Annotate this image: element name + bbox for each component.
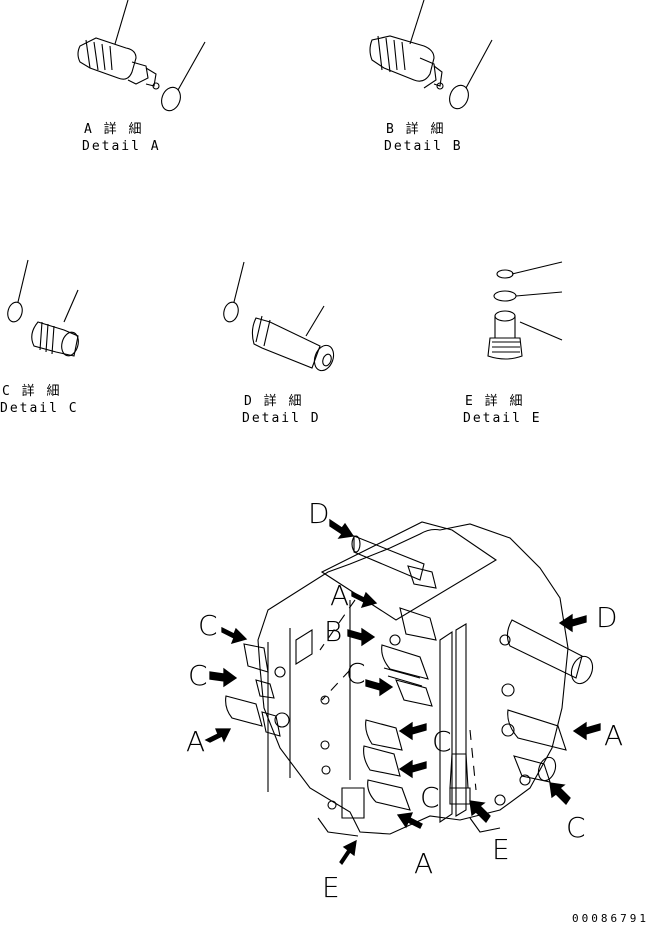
callout-a-left: A	[186, 725, 206, 758]
callout-d-top: D	[308, 497, 330, 530]
detail-b-caption-jp: B 詳 細	[386, 122, 446, 137]
arrow-a-top	[352, 592, 376, 607]
detail-c-oring	[6, 260, 28, 323]
callout-a-right: A	[604, 719, 624, 752]
callout-c-mid: C	[346, 657, 366, 690]
detail-b-valve	[370, 0, 443, 89]
detail-c-caption-jp: C 詳 細	[2, 384, 62, 399]
detail-b-caption-en: Detail B	[384, 139, 463, 154]
detail-a-caption-jp: A 詳 細	[84, 122, 144, 137]
detail-d-oring	[222, 262, 244, 323]
callout-a-top: A	[330, 579, 350, 612]
detail-d-caption-en: Detail D	[242, 411, 321, 426]
callout-e-right: E	[492, 833, 510, 866]
part-number: 00086791	[572, 912, 649, 925]
arrow-c-left	[210, 669, 236, 686]
arrow-a-right	[574, 723, 600, 739]
detail-c-plug	[32, 290, 81, 358]
detail-e-caption-jp: E 詳 細	[465, 394, 525, 409]
arrow-c-front-2	[400, 761, 426, 777]
arrow-b	[348, 629, 374, 645]
detail-a-valve	[78, 0, 159, 89]
arrow-c-right	[550, 783, 570, 804]
callout-c-left: C	[188, 659, 208, 692]
callout-c-left-top: C	[198, 609, 218, 642]
arrow-d-top	[330, 520, 353, 538]
callout-c-front-1: C	[432, 725, 452, 758]
detail-e-caption-en: Detail E	[463, 411, 542, 426]
leader-lines	[320, 600, 476, 790]
detail-d-caption-jp: D 詳 細	[244, 394, 304, 409]
detail-c-caption-en: Detail C	[0, 401, 79, 416]
callout-c-front-2: C	[420, 781, 440, 814]
arrow-c-left-top	[222, 628, 246, 643]
callout-d-right: D	[596, 601, 618, 634]
arrow-a-bottom	[398, 813, 422, 828]
arrow-c-mid	[366, 679, 392, 695]
callout-e-left: E	[322, 871, 340, 904]
callout-b: B	[324, 615, 343, 648]
detail-b-oring	[446, 40, 492, 111]
detail-d-plug	[252, 306, 337, 373]
detail-e-parts	[488, 262, 562, 359]
arrow-d-right	[560, 615, 586, 631]
detail-a-oring	[158, 42, 205, 113]
callout-arrows	[206, 520, 600, 864]
callout-c-right: C	[566, 811, 586, 844]
arrow-c-front-1	[400, 723, 426, 739]
arrow-e-right	[470, 801, 490, 822]
arrow-e-left	[340, 841, 356, 864]
control-valve-assembly	[226, 522, 597, 836]
arrow-a-left	[206, 729, 230, 742]
callout-a-bottom: A	[414, 847, 434, 880]
detail-a-caption-en: Detail A	[82, 139, 161, 154]
